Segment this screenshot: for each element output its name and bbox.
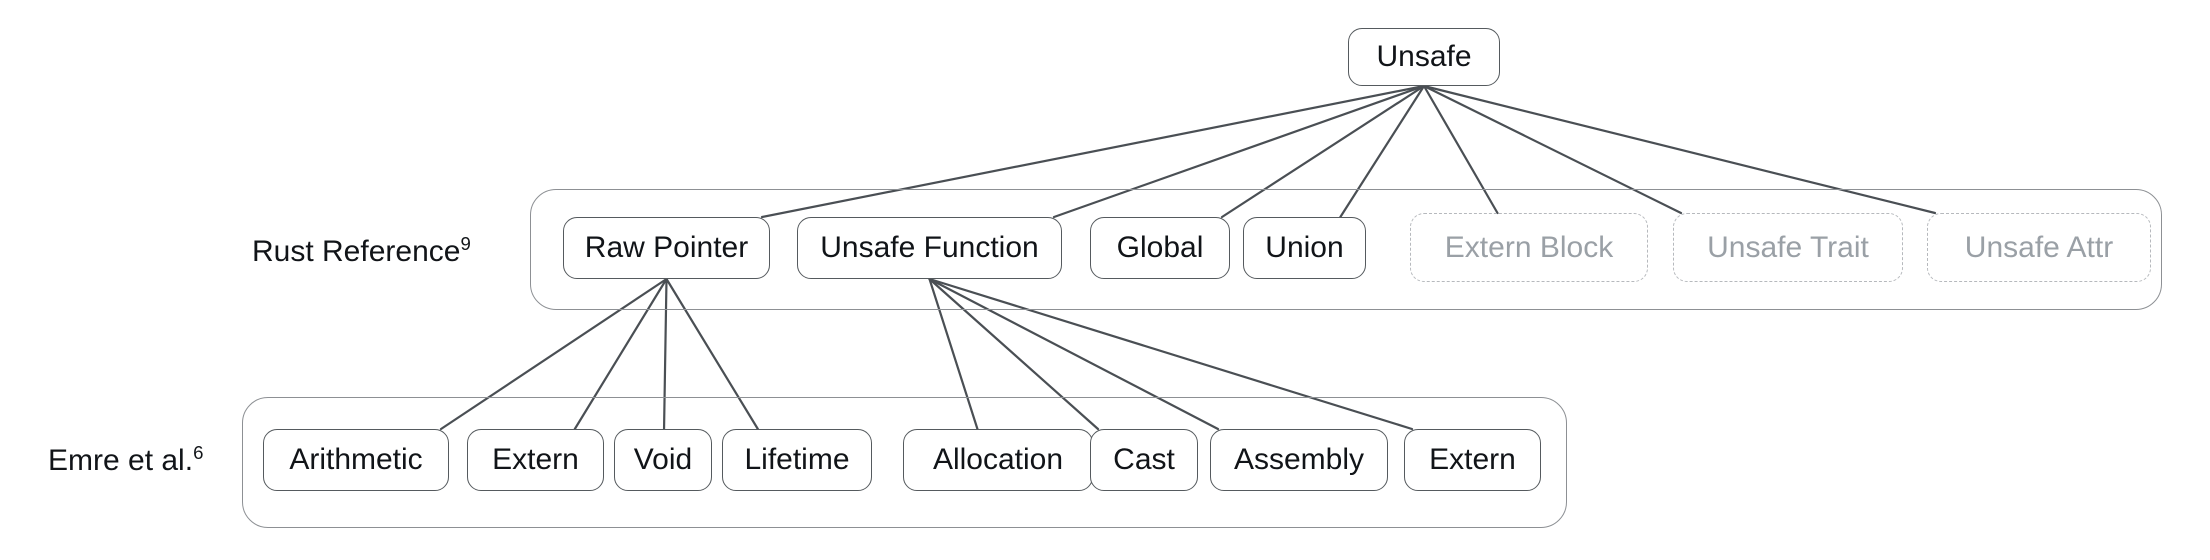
row-label-superscript: 6: [193, 442, 204, 463]
row-label-text: Emre et al.: [48, 444, 194, 477]
node-unsafe[interactable]: Unsafe: [1348, 28, 1500, 86]
node-unsafe-attr[interactable]: Unsafe Attr: [1927, 213, 2151, 282]
row-label-emre-et-al: Emre et al.6: [48, 442, 204, 478]
row-label-text: Rust Reference: [252, 235, 461, 268]
node-label: Unsafe Function: [820, 231, 1039, 264]
node-label: Unsafe Trait: [1707, 230, 1869, 264]
node-extern-rp[interactable]: Extern: [467, 429, 604, 491]
node-label: Lifetime: [744, 443, 850, 476]
node-label: Assembly: [1233, 443, 1365, 476]
node-label: Arithmetic: [289, 443, 423, 476]
node-label: Extern Block: [1444, 230, 1614, 264]
node-arithmetic[interactable]: Arithmetic: [263, 429, 449, 491]
node-union[interactable]: Union: [1243, 217, 1366, 279]
node-label: Extern: [1429, 443, 1516, 476]
node-void[interactable]: Void: [614, 429, 712, 491]
node-label: Unsafe: [1376, 40, 1472, 73]
node-global[interactable]: Global: [1090, 217, 1230, 279]
node-assembly[interactable]: Assembly: [1210, 429, 1388, 491]
node-extern-block[interactable]: Extern Block: [1410, 213, 1648, 282]
node-label: Global: [1116, 231, 1204, 264]
node-lifetime[interactable]: Lifetime: [722, 429, 872, 491]
node-label: Allocation: [932, 443, 1064, 476]
node-raw-pointer[interactable]: Raw Pointer: [563, 217, 770, 279]
row-label-superscript: 9: [460, 233, 471, 254]
row-label-rust-reference: Rust Reference9: [252, 233, 471, 269]
node-label: Raw Pointer: [584, 231, 749, 264]
node-cast[interactable]: Cast: [1090, 429, 1198, 491]
node-label: Cast: [1113, 443, 1175, 476]
node-unsafe-trait[interactable]: Unsafe Trait: [1673, 213, 1903, 282]
node-label: Void: [633, 443, 693, 476]
group-box-emre-et-al: [242, 397, 1567, 528]
node-label: Extern: [492, 443, 579, 476]
node-allocation[interactable]: Allocation: [903, 429, 1093, 491]
node-extern-uf[interactable]: Extern: [1404, 429, 1541, 491]
node-unsafe-function[interactable]: Unsafe Function: [797, 217, 1062, 279]
node-label: Unsafe Attr: [1964, 230, 2114, 264]
node-label: Union: [1265, 231, 1344, 264]
